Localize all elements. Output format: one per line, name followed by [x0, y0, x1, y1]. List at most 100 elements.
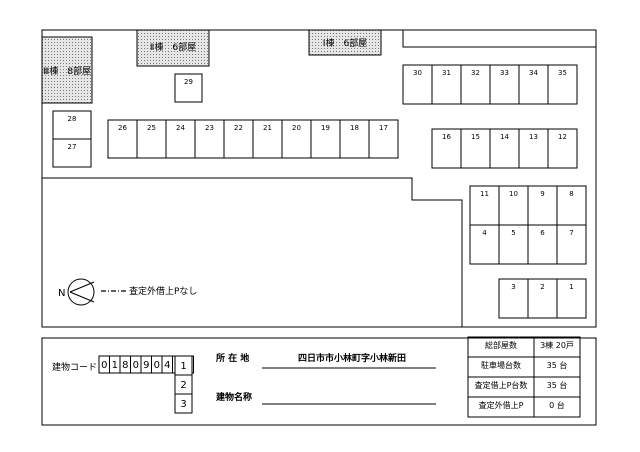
parking-space-number: 26	[118, 124, 127, 132]
parking-space-number: 31	[442, 69, 451, 77]
parking-space-number: 25	[147, 124, 156, 132]
parking-space-1: 1	[556, 278, 587, 319]
building-code-label: 建物コード	[52, 363, 98, 373]
summary-value-parking: 35 台	[546, 361, 568, 370]
parking-space-number: 1	[569, 283, 573, 291]
parking-space-2: 2	[527, 278, 558, 319]
parking-space-30: 30	[402, 64, 433, 105]
parking-space-number: 12	[558, 133, 567, 141]
parking-space-20: 20	[281, 119, 312, 159]
parking-space-number: 22	[234, 124, 243, 132]
building-1: Ⅰ棟 6部屋	[308, 29, 382, 56]
parking-space-number: 24	[176, 124, 185, 132]
building-code-suffix-boxes: 1 2 3	[174, 355, 193, 414]
parking-space-number: 34	[529, 69, 538, 77]
parking-space-12: 12	[547, 128, 578, 169]
location-label: 所 在 地	[216, 354, 250, 364]
building-2-label: Ⅱ棟 6部屋	[150, 41, 196, 53]
parking-space-13: 13	[518, 128, 549, 169]
parking-space-9: 9	[527, 185, 558, 226]
parking-space-26: 26	[107, 119, 138, 159]
parking-space-number: 15	[471, 133, 480, 141]
building-3-label: Ⅲ棟 8部屋	[43, 65, 91, 77]
building-2: Ⅱ棟 6部屋	[136, 29, 210, 67]
parking-space-24: 24	[165, 119, 196, 159]
summary-label-unassessed: 査定外借上P	[478, 401, 524, 410]
parking-space-31: 31	[431, 64, 462, 105]
code-digit: 0	[101, 360, 107, 371]
parking-space-16: 16	[431, 128, 462, 169]
parking-space-number: 32	[471, 69, 480, 77]
parking-space-number: 28	[68, 115, 77, 123]
parking-space-25: 25	[136, 119, 167, 159]
north-label: N	[58, 288, 65, 299]
code-suffix: 1	[180, 361, 186, 372]
location-value: 四日市市小林町字小林新田	[298, 354, 407, 364]
parking-space-14: 14	[489, 128, 520, 169]
parking-space-29: 29	[174, 73, 203, 103]
parking-space-number: 16	[442, 133, 451, 141]
parking-space-17: 17	[368, 119, 399, 159]
parking-space-number: 10	[509, 190, 518, 198]
parking-space-number: 6	[540, 229, 545, 237]
parking-space-6: 6	[527, 224, 558, 265]
code-suffix: 2	[180, 380, 186, 391]
parking-space-11: 11	[469, 185, 500, 226]
parking-space-number: 20	[292, 124, 301, 132]
parking-space-10: 10	[498, 185, 529, 226]
summary-value-rooms: 3棟 20戸	[540, 341, 574, 350]
parking-space-number: 35	[558, 69, 567, 77]
parking-space-8: 8	[556, 185, 587, 226]
code-digit: 0	[154, 360, 160, 371]
parking-space-22: 22	[223, 119, 254, 159]
summary-value-assessed: 35 台	[546, 381, 568, 390]
parking-space-number: 7	[569, 229, 573, 237]
parking-space-number: 17	[379, 124, 388, 132]
parking-space-21: 21	[252, 119, 283, 159]
parking-space-28: 28	[52, 110, 92, 140]
building-1-label: Ⅰ棟 6部屋	[323, 37, 367, 49]
building-name-label: 建物名称	[216, 393, 253, 403]
parking-space-27: 27	[52, 138, 92, 168]
summary-table	[467, 336, 581, 418]
parking-space-3: 3	[498, 278, 529, 319]
parking-space-number: 33	[500, 69, 509, 77]
parking-space-number: 13	[529, 133, 538, 141]
parking-space-number: 27	[68, 143, 77, 151]
parking-space-number: 14	[500, 133, 509, 141]
code-suffix-box	[174, 393, 193, 414]
parking-space-4: 4	[469, 224, 500, 265]
parking-space-number: 30	[413, 69, 422, 77]
parking-space-23: 23	[194, 119, 225, 159]
building-3: Ⅲ棟 8部屋	[41, 36, 93, 104]
parking-space-15: 15	[460, 128, 491, 169]
code-digit: 8	[122, 360, 128, 371]
parking-space-number: 19	[321, 124, 330, 132]
parking-space-number: 8	[569, 190, 573, 198]
summary-label-rooms: 総部屋数	[485, 341, 517, 350]
parking-space-7: 7	[556, 224, 587, 265]
parking-space-number: 4	[482, 229, 487, 237]
summary-label-assessed: 査定借上P台数	[474, 381, 528, 390]
parking-space-number: 18	[350, 124, 359, 132]
code-suffix: 3	[180, 399, 186, 410]
parking-space-number: 29	[184, 78, 193, 86]
parking-space-number: 23	[205, 124, 214, 132]
parking-space-number: 2	[540, 283, 544, 291]
site-boundary	[41, 29, 597, 328]
code-digit: 1	[112, 360, 118, 371]
parking-space-number: 3	[511, 283, 515, 291]
parking-space-number: 5	[511, 229, 515, 237]
code-digit: 4	[164, 360, 170, 371]
parking-space-18: 18	[339, 119, 370, 159]
footer-frame	[41, 337, 597, 426]
parking-space-33: 33	[489, 64, 520, 105]
parking-space-32: 32	[460, 64, 491, 105]
summary-label-parking: 駐車場台数	[481, 361, 521, 370]
parking-space-35: 35	[547, 64, 578, 105]
north-arrow-icon: N	[58, 278, 95, 306]
summary-value-unassessed: 0 台	[549, 401, 565, 410]
parking-space-number: 21	[263, 124, 272, 132]
